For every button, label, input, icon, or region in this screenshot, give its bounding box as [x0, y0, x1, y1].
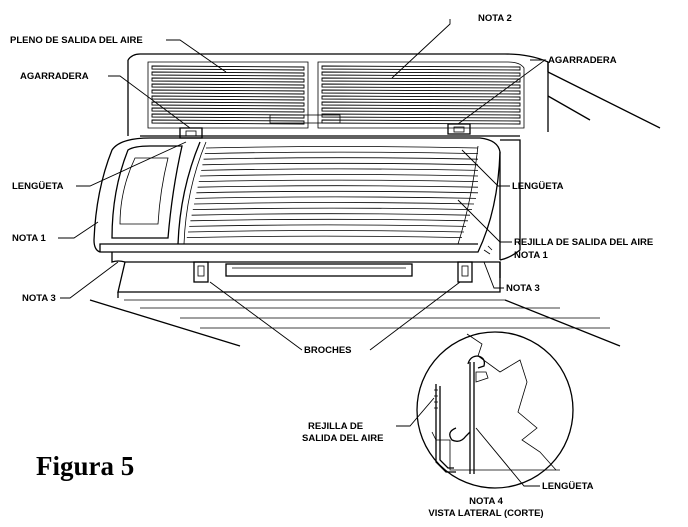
louver-slat [151, 95, 305, 101]
unit-chassis [89, 252, 621, 347]
grille-slat [203, 157, 479, 160]
callout-labels: NOTA 2 PLENO DE SALIDA DEL AIRE AGARRADE… [10, 13, 653, 519]
grille-slat [196, 190, 479, 194]
louver-slat [321, 113, 521, 119]
grille-slat [187, 230, 465, 233]
air-outlet-plenum [127, 53, 661, 137]
label-pleno: PLENO DE SALIDA DEL AIRE [10, 35, 143, 46]
grille-slat [205, 146, 479, 149]
label-lengueta-detail: LENGÜETA [542, 481, 594, 492]
label-nota-3-right: NOTA 3 [506, 283, 540, 294]
grille-slat [201, 168, 479, 171]
label-nota-1-left: NOTA 1 [12, 233, 46, 244]
label-rejilla-detail-1: REJILLA DE [308, 421, 363, 432]
label-agarradera-left: AGARRADERA [20, 71, 89, 82]
label-nota-2: NOTA 2 [478, 13, 512, 24]
label-vista-lateral: VISTA LATERAL (CORTE) [428, 508, 543, 519]
grille-slat [197, 185, 479, 188]
leader-lines [58, 19, 547, 487]
louver-slat [151, 113, 305, 119]
grille-slat [195, 196, 477, 199]
louver-slat [321, 101, 521, 107]
louver-slat [321, 65, 521, 71]
louver-slat [151, 89, 305, 95]
grille-louvers [186, 146, 479, 238]
label-agarradera-right: AGARRADERA [548, 55, 617, 66]
air-outlet-grille [93, 137, 521, 261]
louver-slat [321, 95, 521, 101]
label-rejilla-detail-2: SALIDA DEL AIRE [302, 433, 383, 444]
louver-slat [151, 65, 305, 71]
louver-slat [321, 107, 521, 113]
grille-slat [186, 235, 463, 238]
louver-slat [321, 83, 521, 89]
grille-slat [190, 218, 469, 222]
grille-slat [191, 213, 471, 216]
louver-slat [151, 107, 305, 113]
louver-slat [151, 119, 305, 125]
grille-slat [198, 179, 479, 182]
grille-slat [193, 202, 475, 205]
louver-slat [151, 77, 305, 83]
handle-right [447, 123, 471, 135]
plenum-louvers-left [151, 65, 305, 125]
section-detail-circle [416, 331, 574, 489]
grille-slat [189, 224, 467, 227]
label-lengueta-right: LENGÜETA [512, 181, 564, 192]
grille-slat [199, 174, 479, 177]
louver-slat [321, 71, 521, 77]
grille-slat [192, 207, 473, 210]
louver-slat [151, 83, 305, 89]
louver-slat [151, 101, 305, 107]
louver-slat [321, 89, 521, 95]
figure-title: Figura 5 [36, 451, 134, 481]
label-rejilla-right-1: REJILLA DE SALIDA DEL AIRE [514, 237, 653, 248]
louver-slat [321, 119, 521, 125]
grille-slat [204, 151, 479, 154]
plenum-louvers-right [321, 65, 521, 125]
label-nota-4: NOTA 4 [469, 496, 503, 507]
louver-slat [151, 71, 305, 77]
label-rejilla-right-2: NOTA 1 [514, 250, 548, 261]
label-broches: BROCHES [304, 345, 352, 356]
label-lengueta-left: LENGÜETA [12, 181, 64, 192]
grille-slat [202, 162, 479, 166]
label-nota-3-left: NOTA 3 [22, 293, 56, 304]
louver-slat [321, 77, 521, 83]
